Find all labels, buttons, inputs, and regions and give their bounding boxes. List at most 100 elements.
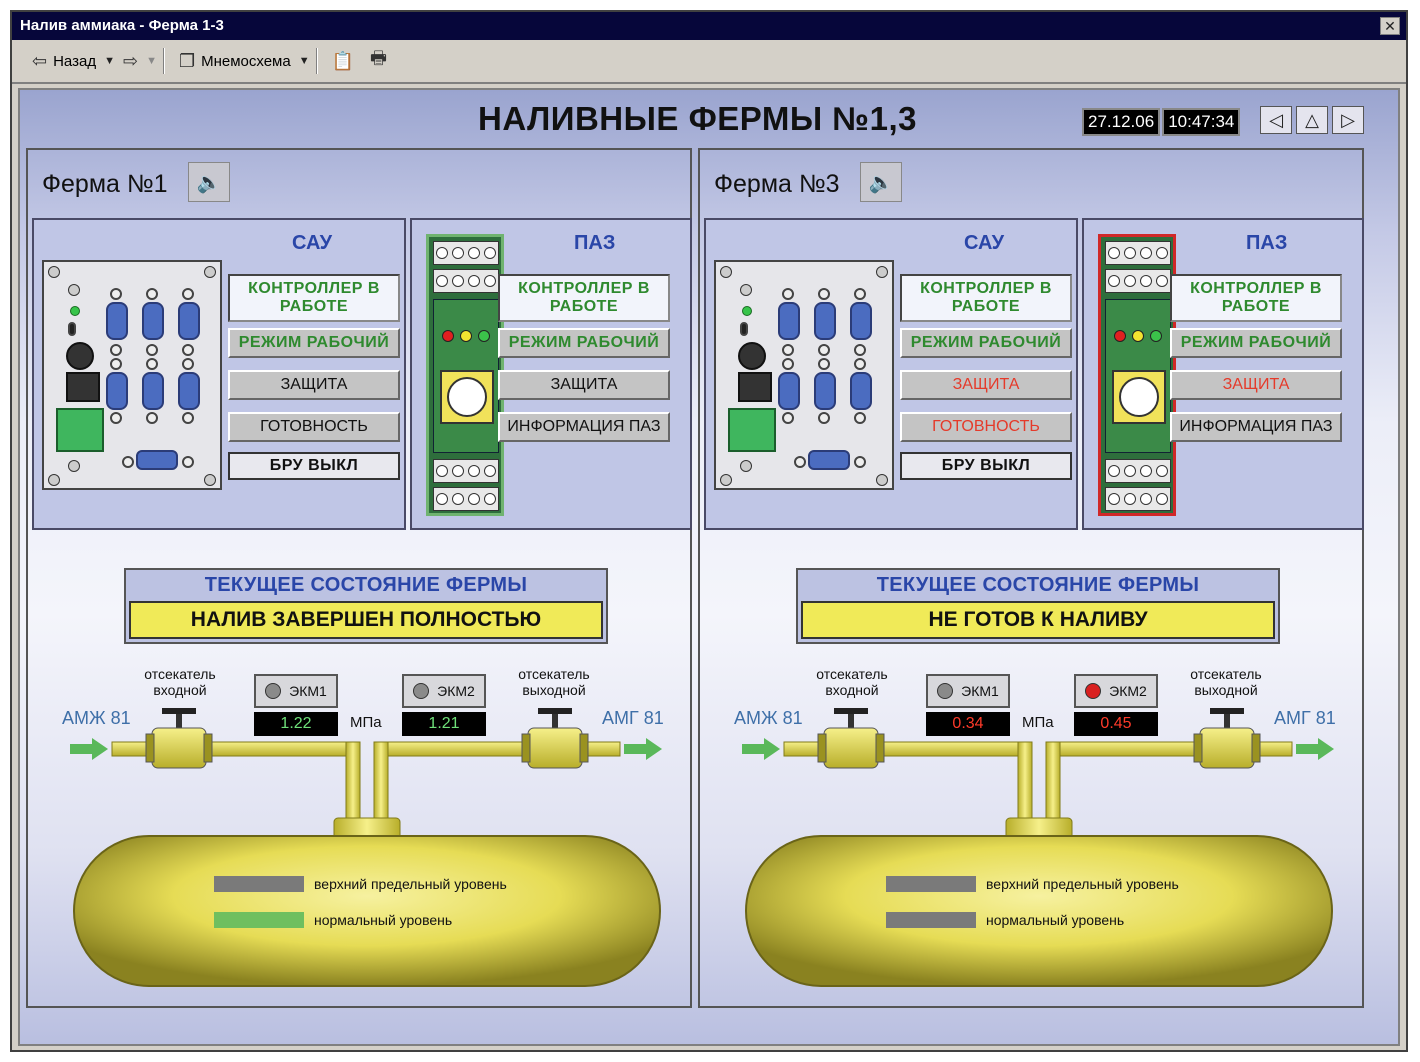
com-ring-icon — [110, 412, 122, 424]
terminal-icon — [1105, 241, 1171, 265]
com-ring-icon — [818, 344, 830, 356]
back-dropdown-icon[interactable]: ▼ — [104, 55, 115, 67]
inlet-valve-icon[interactable] — [817, 708, 885, 769]
paz-heading: ПАЗ — [1246, 232, 1288, 254]
vga-ring-icon — [854, 456, 866, 468]
outlet-valve-icon[interactable] — [521, 708, 589, 769]
com-port-icon — [178, 372, 200, 410]
ekm2-label: ЭКМ2 — [437, 683, 475, 699]
next-screen-button[interactable]: ▷ — [1332, 106, 1364, 134]
upper-level-indicator — [886, 876, 976, 892]
date-display: 27.12.06 — [1082, 108, 1161, 136]
speaker-icon: 🔈 — [868, 171, 894, 194]
screw-icon — [68, 284, 80, 296]
ekm1-gauge[interactable]: ЭКМ1 — [926, 674, 1010, 708]
paz-protection-button[interactable]: ЗАЩИТА — [498, 370, 670, 400]
farm-state-panel: ТЕКУЩЕЕ СОСТОЯНИЕ ФЕРМЫ НЕ ГОТОВ К НАЛИВ… — [796, 568, 1280, 644]
terminal-icon — [433, 487, 499, 511]
power-led-icon — [70, 306, 80, 316]
outlet-line-label: АМГ 81 — [602, 708, 664, 728]
farm-title: Ферма №3 — [714, 170, 840, 198]
yellow-led-icon — [460, 330, 472, 342]
circular-connector-icon — [440, 370, 494, 424]
paz-info-button[interactable]: ИНФОРМАЦИЯ ПАЗ — [1170, 412, 1342, 442]
com-ring-icon — [182, 344, 194, 356]
app-window: Налив аммиака - Ферма 1-3 ✕ ⇦ Назад ▼ ⇨ … — [10, 10, 1408, 1052]
red-led-icon — [1114, 330, 1126, 342]
back-button[interactable]: ⇦ Назад — [24, 47, 104, 76]
close-button[interactable]: ✕ — [1380, 17, 1400, 35]
outlet-valve-icon[interactable] — [1193, 708, 1261, 769]
normal-level-indicator — [886, 912, 976, 928]
clipboard-icon: 📋 — [331, 50, 355, 71]
inlet-valve-icon[interactable] — [145, 708, 213, 769]
tank[interactable] — [745, 835, 1333, 987]
back-arrow-icon: ⇦ — [32, 50, 48, 71]
sau-ready-button[interactable]: ГОТОВНОСТЬ — [228, 412, 400, 442]
back-label: Назад — [53, 52, 97, 70]
screw-icon — [204, 266, 216, 278]
sound-button[interactable]: 🔈 — [860, 162, 902, 202]
upper-level-indicator — [214, 876, 304, 892]
sau-protection-button[interactable]: ЗАЩИТА — [900, 370, 1072, 400]
mnemo-dropdown-icon[interactable]: ▼ — [298, 55, 310, 67]
controller-image — [714, 260, 894, 490]
com-port-icon — [106, 372, 128, 410]
pressure-unit: МПа — [350, 714, 382, 731]
ekm2-gauge[interactable]: ЭКМ2 — [402, 674, 486, 708]
paz-module-image — [1098, 234, 1176, 516]
time-display: 10:47:34 — [1162, 108, 1241, 136]
inlet-arrow-icon — [742, 738, 780, 760]
sau-panel: САУ — [32, 218, 406, 530]
home-screen-button[interactable]: △ — [1296, 106, 1328, 134]
outlet-arrow-icon — [1296, 738, 1334, 760]
red-led-icon — [442, 330, 454, 342]
com-ring-icon — [854, 344, 866, 356]
terminal-block-icon — [728, 408, 776, 452]
sound-button[interactable]: 🔈 — [188, 162, 230, 202]
sau-ready-button[interactable]: ГОТОВНОСТЬ — [900, 412, 1072, 442]
com-ring-icon — [146, 358, 158, 370]
screw-icon — [204, 474, 216, 486]
clipboard-button[interactable]: 📋 — [324, 47, 362, 76]
paz-protection-button[interactable]: ЗАЩИТА — [1170, 370, 1342, 400]
print-button[interactable]: 🖶 — [362, 42, 395, 80]
com-ring-icon — [146, 344, 158, 356]
page-title: НАЛИВНЫЕ ФЕРМЫ №1,3 — [478, 100, 917, 137]
com-ring-icon — [110, 358, 122, 370]
state-value: НЕ ГОТОВ К НАЛИВУ — [801, 601, 1275, 639]
com-port-icon — [778, 302, 800, 340]
screw-icon — [48, 266, 60, 278]
tank[interactable] — [73, 835, 661, 987]
prev-screen-button[interactable]: ◁ — [1260, 106, 1292, 134]
forward-dropdown-icon[interactable]: ▼ — [146, 55, 157, 67]
module-body — [433, 299, 499, 453]
ekm1-led-icon — [937, 683, 954, 699]
state-value: НАЛИВ ЗАВЕРШЕН ПОЛНОСТЬЮ — [129, 601, 603, 639]
normal-level-label: нормальный уровень — [986, 912, 1125, 928]
sau-protection-button[interactable]: ЗАЩИТА — [228, 370, 400, 400]
forward-button[interactable]: ⇨ — [115, 47, 146, 76]
farm-state-panel: ТЕКУЩЕЕ СОСТОЯНИЕ ФЕРМЫ НАЛИВ ЗАВЕРШЕН П… — [124, 568, 608, 644]
com-ring-icon — [146, 412, 158, 424]
triangle-left-icon: ◁ — [1269, 109, 1283, 130]
screw-icon — [720, 474, 732, 486]
paz-mode-status: РЕЖИМ РАБОЧИЙ — [1170, 328, 1342, 358]
tank-legend-upper: верхний предельный уровень — [214, 876, 507, 892]
com-port-icon — [814, 372, 836, 410]
ekm2-gauge[interactable]: ЭКМ2 — [1074, 674, 1158, 708]
ekm1-gauge[interactable]: ЭКМ1 — [254, 674, 338, 708]
paz-panel: ПАЗ КОНТРОЛЛЕР В РАБОТЕ РЕЖИМ РАБОЧИЙ ЗА… — [1082, 218, 1364, 530]
sau-controller-status: КОНТРОЛЛЕР В РАБОТЕ — [900, 274, 1072, 322]
paz-info-button[interactable]: ИНФОРМАЦИЯ ПАЗ — [498, 412, 670, 442]
terminal-icon — [1105, 459, 1171, 483]
terminal-block-icon — [56, 408, 104, 452]
vga-ring-icon — [794, 456, 806, 468]
ekm2-led-icon — [1085, 683, 1102, 699]
bru-status: БРУ ВЫКЛ — [900, 452, 1072, 480]
down-pipe-right — [373, 741, 389, 821]
com-port-icon — [142, 302, 164, 340]
mnemo-button[interactable]: ❐ Мнемосхема — [171, 47, 299, 76]
vga-port-icon — [808, 450, 850, 470]
screw-icon — [740, 284, 752, 296]
